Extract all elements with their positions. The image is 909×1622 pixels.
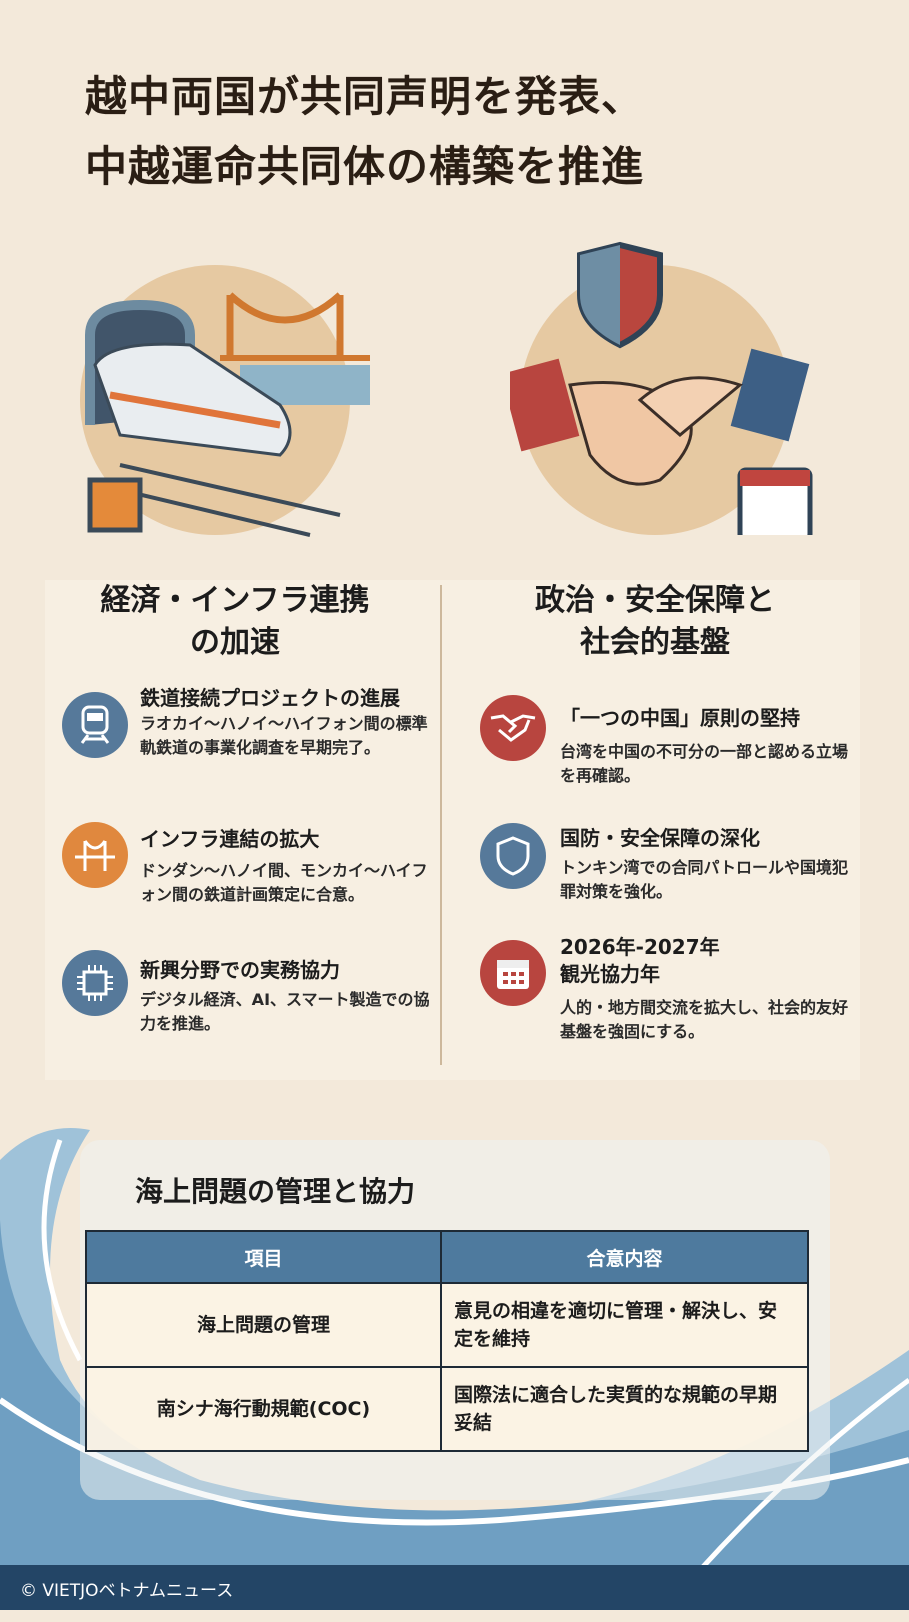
calendar-icon (480, 940, 546, 1006)
table-cell: 南シナ海行動規範(COC) (85, 1366, 442, 1452)
column-header: 合意内容 (440, 1230, 809, 1284)
handshake-icon (480, 695, 546, 761)
table-cell: 意見の相違を適切に管理・解決し、安定を維持 (440, 1282, 809, 1368)
train-icon (62, 692, 128, 758)
column-header: 項目 (85, 1230, 442, 1284)
handshake-shield-calendar-icon (510, 241, 813, 535)
handshake-illustration (510, 241, 813, 535)
table-row: 海上問題の管理 意見の相違を適切に管理・解決し、安定を維持 (85, 1282, 809, 1368)
maritime-heading: 海上問題の管理と協力 (135, 1175, 416, 1208)
content-panel (45, 580, 860, 1080)
table-header-row: 項目 合意内容 (85, 1230, 809, 1284)
economy-heading: 経済・インフラ連携 の加速 (100, 583, 370, 660)
chip-icon (62, 950, 128, 1016)
table-cell: 海上問題の管理 (85, 1282, 442, 1368)
shield-icon (480, 823, 546, 889)
page-title: 越中両国が共同声明を発表、 中越運命共同体の構築を推進 (85, 72, 645, 191)
table-cell: 国際法に適合した実質的な規範の早期妥結 (440, 1366, 809, 1452)
footer: © VIETJOベトナムニュース (0, 1565, 909, 1610)
bridge-icon (62, 822, 128, 888)
divider (440, 585, 442, 1065)
train-illustration (80, 265, 370, 537)
politics-heading: 政治・安全保障と 社会的基盤 (535, 583, 775, 660)
copyright-text: © VIETJOベトナムニュース (20, 1581, 234, 1601)
maritime-table: 項目 合意内容 海上問題の管理 意見の相違を適切に管理・解決し、安定を維持 南シ… (85, 1230, 809, 1452)
table-row: 南シナ海行動規範(COC) 国際法に適合した実質的な規範の早期妥結 (85, 1366, 809, 1452)
train-bridge-icon (85, 292, 370, 537)
